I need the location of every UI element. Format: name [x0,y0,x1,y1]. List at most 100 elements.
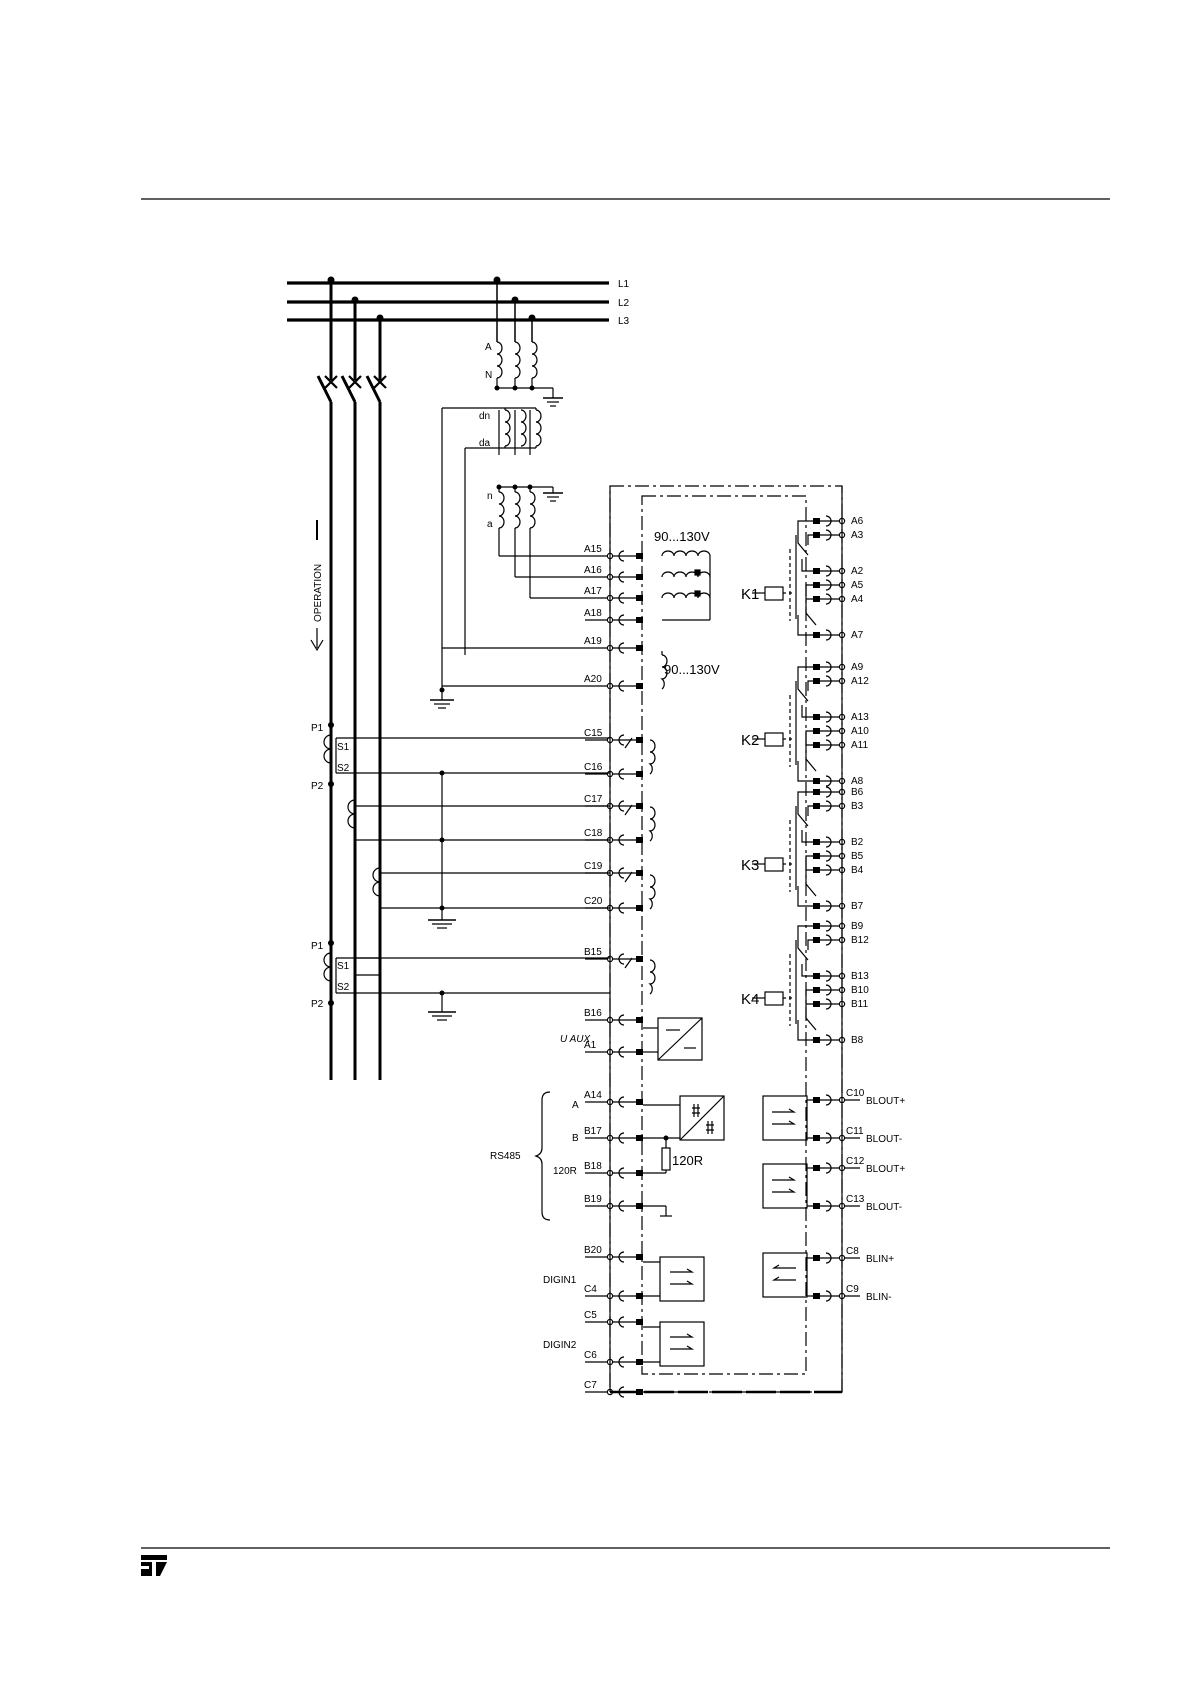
left-terminal-C7: C7 [584,1380,643,1398]
left-terminal-A1: A1 [584,1040,643,1058]
busbars [287,281,609,322]
left-terminal-A14: A14 [584,1090,643,1108]
left-terminal-label: C20 [584,896,603,907]
phase-label-l1: L1 [618,279,630,290]
ct-label-s1-bottom: S1 [337,961,350,972]
left-terminal-A15: A15 [499,544,643,562]
left-terminal-A17: A17 [530,586,643,604]
right-terminal-label: B11 [851,999,868,1010]
left-terminal-B17: B17 [584,1126,643,1144]
left-terminal-label: C18 [584,828,603,839]
left-terminal-C4: C4 [584,1284,643,1302]
vt-label-dn: dn [479,411,490,422]
right-terminal-label: C10 [846,1088,865,1099]
phase-label-l2: L2 [618,298,630,309]
right-terminal-label: C8 [846,1246,859,1257]
relay-name: K4 [741,991,759,1008]
aux-supply-converter [643,1017,703,1061]
right-terminal-A8: A8 [813,775,864,787]
left-terminal-label: C5 [584,1310,597,1321]
left-terminal-label: C17 [584,794,603,805]
vt-label-a: A [485,342,492,353]
left-terminal-label: B19 [584,1194,602,1205]
left-terminal-label: C16 [584,762,603,773]
relay-k1: K1 [741,520,820,636]
right-terminal-label: A9 [851,662,864,673]
right-terminal-label: A2 [851,566,864,577]
range-label-2: 90...130V [664,662,720,677]
left-terminal-C6: C6 [584,1350,643,1368]
right-terminal-wiring: A6A3A2A5A4A7A9A12A13A10A11A8B6B3B2B5B4B7… [807,486,905,1392]
rs485-resistor-label: 120R [672,1153,703,1168]
blocking-io [762,1095,808,1298]
ct-label-p2-top: P2 [311,781,324,792]
blocking-signal-label: BLOUT- [866,1134,902,1145]
right-terminal-label: A8 [851,776,864,787]
left-terminal-C20: C20 [584,896,643,914]
right-terminal-label: B2 [851,837,864,848]
left-terminal-B16: B16 [584,1008,643,1026]
right-terminal-A6: A6 [813,515,864,527]
vt-label-da: da [479,438,491,449]
right-terminal-B4: B4 [813,864,864,876]
right-terminal-label: C13 [846,1194,865,1205]
right-terminal-B3: B3 [813,800,864,812]
blocking-signal-label: BLOUT- [866,1202,902,1213]
right-terminal-B11: B11 [813,998,868,1010]
right-terminal-A13: A13 [813,711,869,723]
right-terminal-B13: B13 [813,970,869,982]
right-terminal-B12: B12 [813,934,869,946]
left-terminal-A16: A16 [515,565,643,583]
left-terminal-C15: C15 [584,728,643,746]
range-label-1: 90...130V [654,529,710,544]
left-terminal-B15: B15 [584,947,643,965]
right-terminal-label: B10 [851,985,869,996]
right-terminal-A11: A11 [813,739,868,751]
digin2-label: DIGIN2 [543,1340,577,1351]
right-terminal-label: B3 [851,801,864,812]
right-terminal-A3: A3 [813,529,864,541]
relay-name: K3 [741,857,759,874]
left-terminal-label: A18 [584,608,602,619]
left-terminal-A18: A18 [584,608,643,626]
left-terminal-label: A16 [584,565,602,576]
right-terminal-label: A4 [851,594,864,605]
left-terminal-B20: B20 [584,1245,643,1263]
right-terminal-label: A3 [851,530,864,541]
right-terminal-B2: B2 [813,836,864,848]
left-terminal-C18: C18 [584,828,643,846]
voltage-input-coils [660,550,711,690]
digin1-label: DIGIN1 [543,1275,577,1286]
right-terminal-label: B6 [851,787,864,798]
right-terminal-label: C12 [846,1156,865,1167]
right-terminal-label: B5 [851,851,864,862]
left-terminal-B19: B19 [584,1194,643,1212]
vt-label-a2: a [487,519,493,530]
right-terminal-A2: A2 [813,565,864,577]
vt-label-n2: n [487,491,493,502]
right-terminal-A9: A9 [813,661,864,673]
ct-label-p2-bottom: P2 [311,999,324,1010]
ct-label-s2-top: S2 [337,763,350,774]
right-terminal-B8: B8 [813,1034,864,1046]
left-terminal-label: A19 [584,636,602,647]
left-terminal-label: C6 [584,1350,597,1361]
right-terminal-B10: B10 [813,984,869,996]
right-terminal-label: B9 [851,921,864,932]
voltage-transformer [441,276,563,690]
right-terminal-label: C9 [846,1284,859,1295]
left-terminal-A19: A19 [442,636,643,654]
left-terminal-wiring: A15A16A17A18A19A20C15C16C17C18C19C20B15B… [442,486,643,1398]
right-terminal-B7: B7 [813,900,864,912]
blocking-signal-label: BLOUT+ [866,1096,905,1107]
left-terminal-label: B17 [584,1126,602,1137]
operation-label: OPERATION [313,564,324,622]
left-terminal-label: B15 [584,947,602,958]
blocking-signal-label: BLIN+ [866,1254,894,1265]
left-terminal-label: B16 [584,1008,602,1019]
relay-k4: K4 [741,925,820,1041]
right-terminal-label: A7 [851,630,864,641]
